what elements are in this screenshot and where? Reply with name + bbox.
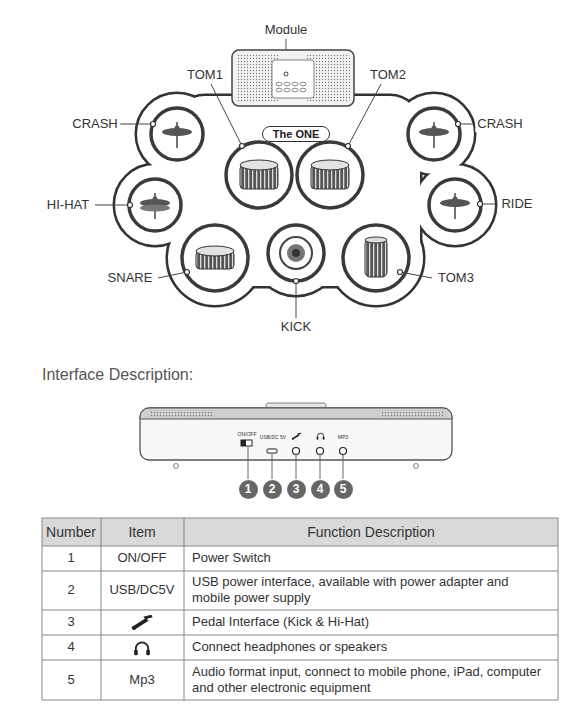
table-cell: USB/DC5V: [109, 582, 174, 598]
part-label: CRASH: [70, 116, 120, 132]
part-label: CRASH: [475, 116, 525, 132]
module-side-view: [140, 403, 452, 479]
table-cell: Connect headphones or speakers: [192, 639, 550, 655]
callout-text: 3: [293, 482, 300, 496]
table-header: Function Description: [307, 524, 435, 541]
pad-body: [115, 94, 495, 305]
table-header: Number: [46, 524, 96, 541]
callout-number: 5: [334, 480, 353, 499]
callout-text: 4: [317, 482, 324, 496]
table-cell: 2: [67, 582, 74, 598]
port-label: USB/DC 5V: [260, 434, 286, 440]
callout-text: 1: [245, 482, 252, 496]
table-cell: Pedal Interface (Kick & Hi-Hat): [192, 614, 550, 630]
part-label: RIDE: [499, 196, 534, 212]
sound-module: [232, 39, 354, 106]
port-label: ON/OFF: [238, 431, 257, 437]
table-cell: ON/OFF: [117, 550, 166, 566]
table-cell: 1: [67, 550, 74, 566]
port-label: MP3: [338, 434, 348, 440]
table-cell: 3: [67, 614, 74, 630]
part-label: KICK: [279, 319, 313, 335]
part-label: TOM2: [368, 67, 408, 83]
drum-pads: [129, 108, 481, 291]
part-label: TOM1: [185, 67, 225, 83]
logo-text: The ONE: [273, 128, 319, 140]
part-label: Module: [263, 22, 310, 38]
part-label: SNARE: [106, 270, 155, 286]
section-heading: Interface Description:: [42, 365, 193, 384]
table-cell: 5: [67, 672, 74, 688]
brand-logo: The ONE: [262, 126, 330, 142]
table-cell: USB power interface, available with powe…: [192, 574, 550, 605]
callout-text: 2: [269, 482, 276, 496]
callout-text: 5: [340, 482, 347, 496]
part-label: HI-HAT: [45, 197, 91, 213]
table-cell: 4: [67, 639, 74, 655]
callout-number: 3: [287, 480, 306, 499]
table-cell: Audio format input, connect to mobile ph…: [192, 664, 550, 695]
table-grid: [42, 518, 558, 700]
callout-number: 1: [239, 480, 258, 499]
table-cell: Mp3: [129, 672, 154, 688]
table-header: Item: [128, 524, 155, 541]
table-cell: Power Switch: [192, 550, 550, 566]
callout-number: 4: [311, 480, 330, 499]
callout-number: 2: [263, 480, 282, 499]
leader-lines: [95, 84, 495, 318]
part-label: TOM3: [436, 270, 476, 286]
